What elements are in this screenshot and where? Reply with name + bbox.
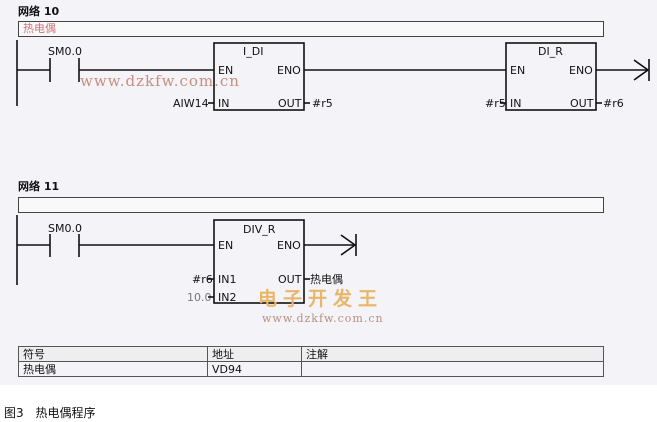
div-r-in2-pin: IN2 (218, 291, 237, 304)
i-di-eno-pin: ENO (277, 64, 301, 77)
i-di-box (213, 42, 305, 111)
network-11-output-arrow (340, 234, 357, 256)
di-r-eno-pin: ENO (569, 64, 593, 77)
network-11-comment-bar[interactable] (18, 197, 604, 213)
div-r-en-pin: EN (218, 239, 234, 252)
di-r-en-pin: EN (510, 64, 526, 77)
div-r-out-pin: OUT (278, 273, 302, 286)
i-di-in-pin: IN (218, 97, 230, 110)
comment-column-header[interactable]: 注解 (301, 346, 604, 362)
i-di-out-operand[interactable]: #r5 (312, 97, 333, 110)
di-r-box (505, 42, 597, 111)
network-11-title[interactable]: 网络 11 (18, 180, 60, 193)
div-r-in1-operand[interactable]: #r6 (192, 273, 213, 286)
div-r-box (213, 219, 305, 304)
i-di-out-pin: OUT (278, 97, 302, 110)
network-10-title[interactable]: 网络 10 (18, 5, 60, 18)
di-r-in-pin: IN (510, 97, 522, 110)
network-10-comment-bar[interactable]: 热电偶 (18, 21, 604, 37)
symbol-column-header[interactable]: 符号 (18, 346, 208, 362)
ladder-diagram (16, 40, 650, 304)
i-di-en-pin: EN (218, 64, 234, 77)
comment-cell[interactable] (301, 361, 604, 377)
address-cell[interactable]: VD94 (207, 361, 302, 377)
figure-title: 热电偶程序 (35, 406, 96, 420)
table-row[interactable]: 热电偶 VD94 (18, 361, 604, 377)
ladder-program-canvas: 网络 10 热电偶 SM0.0 I_DI EN ENO IN OUT AIW14… (0, 0, 657, 385)
symbol-table-header-row: 符号 地址 注解 (18, 346, 604, 362)
div-r-eno-pin: ENO (277, 239, 301, 252)
watermark-logo: 电子开发王 (258, 288, 384, 310)
di-r-box-title: DI_R (538, 45, 563, 58)
network-10-output-arrow (633, 59, 650, 81)
network-10-contact-label: SM0.0 (48, 45, 82, 58)
div-r-out-operand[interactable]: 热电偶 (310, 273, 343, 286)
watermark-url-top: www.dzkfw.com.cn (80, 72, 240, 90)
watermark-url-bottom: www.dzkfw.com.cn (262, 312, 384, 325)
i-di-in-operand[interactable]: AIW14 (173, 97, 209, 110)
di-r-out-pin: OUT (570, 97, 594, 110)
symbol-table: 符号 地址 注解 热电偶 VD94 (18, 346, 604, 377)
address-column-header[interactable]: 地址 (207, 346, 302, 362)
div-r-in2-operand[interactable]: 10.0 (187, 291, 212, 304)
di-r-out-operand[interactable]: #r6 (603, 97, 624, 110)
figure-number: 图3 (4, 406, 24, 420)
i-di-box-title: I_DI (243, 45, 264, 58)
network-11-contact-label: SM0.0 (48, 222, 82, 235)
symbol-cell[interactable]: 热电偶 (18, 361, 208, 377)
div-r-in1-pin: IN1 (218, 273, 237, 286)
network-10-comment: 热电偶 (23, 22, 56, 35)
di-r-in-operand[interactable]: #r5 (485, 97, 506, 110)
figure-caption: 图3 热电偶程序 (4, 404, 95, 421)
div-r-box-title: DIV_R (243, 223, 276, 236)
